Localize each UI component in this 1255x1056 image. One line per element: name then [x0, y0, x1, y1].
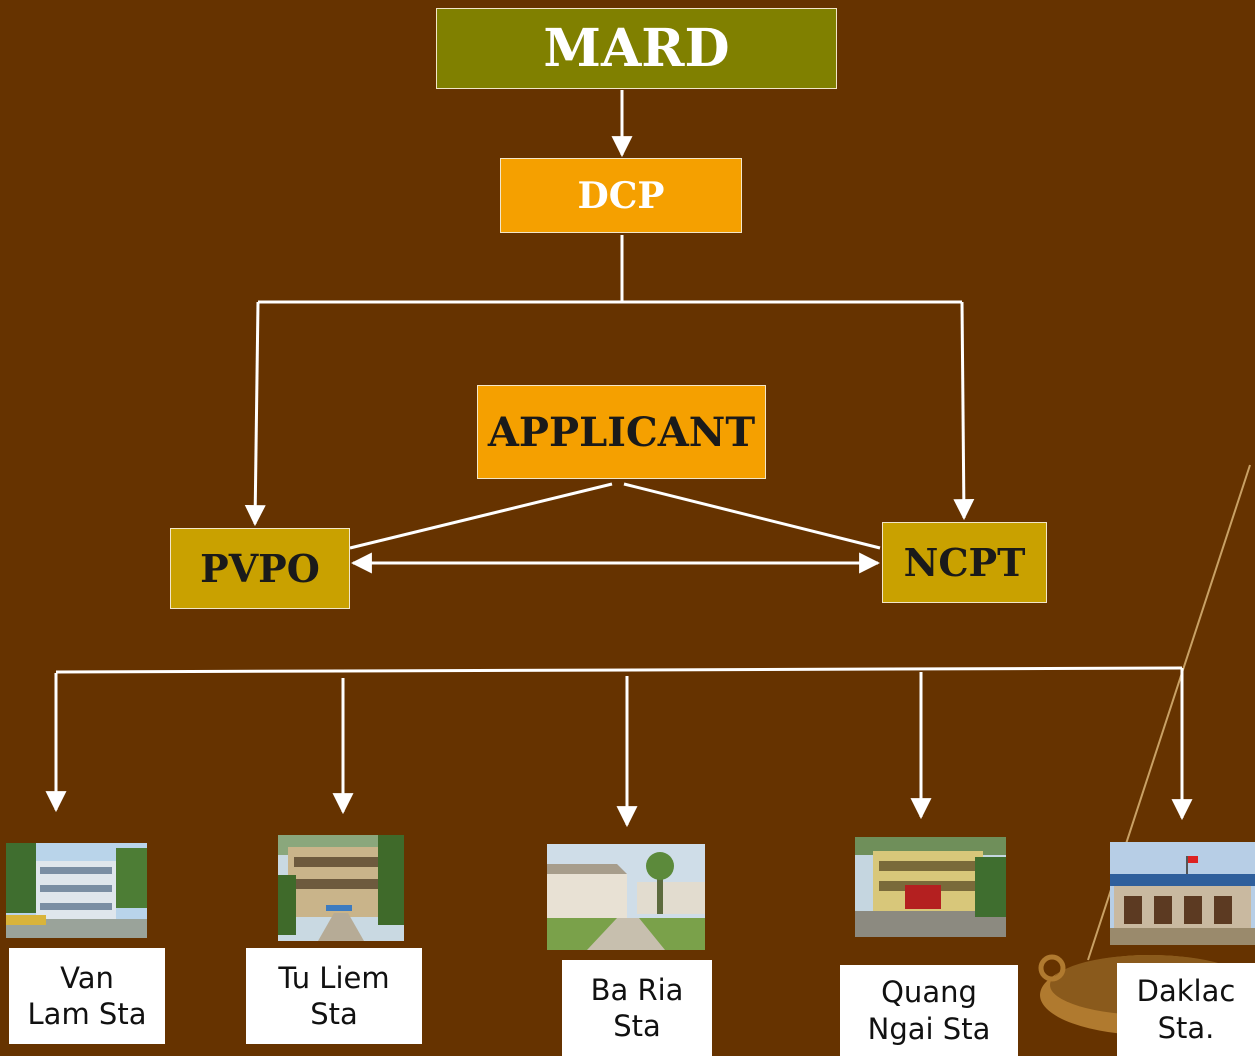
- mard-box: MARD: [436, 8, 837, 89]
- arrow-to-ncpt: [953, 301, 975, 521]
- station-label-4: Quang Ngai Sta: [840, 965, 1018, 1056]
- line-applicant-ncpt: [623, 482, 881, 550]
- dcp-box: DCP: [500, 158, 742, 233]
- station-photo-tu-liem: [278, 835, 404, 941]
- line-applicant-pvpo: [349, 482, 613, 550]
- station-3-line1: Ba Ria: [590, 972, 684, 1007]
- station-photo-ba-ria: [547, 844, 705, 950]
- station-label-5: Daklac Sta.: [1117, 963, 1255, 1056]
- pvpo-label: PVPO: [200, 546, 320, 591]
- station-photo-van-lam: [6, 843, 147, 938]
- dcp-label: DCP: [577, 174, 665, 217]
- station-photo-quang-ngai: [855, 837, 1006, 937]
- applicant-box: APPLICANT: [477, 385, 766, 479]
- station-5-line1: Daklac: [1136, 974, 1236, 1009]
- station-5-line2: Sta.: [1157, 1010, 1215, 1045]
- station-4-line1: Quang: [881, 975, 977, 1010]
- applicant-label: APPLICANT: [487, 408, 756, 456]
- station-label-1: Van Lam Sta: [9, 948, 165, 1044]
- station-photo-daklac: [1110, 842, 1255, 945]
- line-stations-horizontal: [55, 666, 1183, 674]
- station-4-line2: Ngai Sta: [867, 1011, 991, 1046]
- arrow-to-pvpo: [244, 301, 266, 527]
- station-2-line2: Sta: [310, 997, 358, 1031]
- station-2-line1: Tu Liem: [278, 960, 390, 995]
- ncpt-box: NCPT: [882, 522, 1047, 603]
- ncpt-label: NCPT: [903, 540, 1026, 585]
- station-3-line2: Sta: [613, 1009, 661, 1043]
- mard-label: MARD: [543, 18, 730, 79]
- station-1-line1: Van: [60, 960, 114, 995]
- pvpo-box: PVPO: [170, 528, 350, 609]
- station-label-3: Ba Ria Sta: [562, 960, 712, 1056]
- station-1-line2: Lam Sta: [27, 997, 147, 1031]
- station-label-2: Tu Liem Sta: [246, 948, 422, 1044]
